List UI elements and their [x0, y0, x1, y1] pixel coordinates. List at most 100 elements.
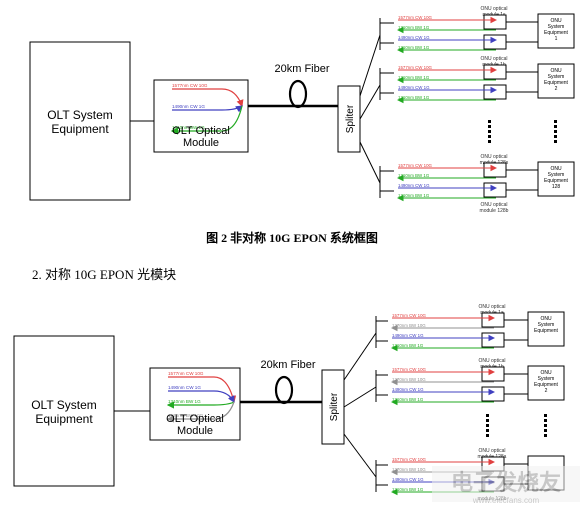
onu-wavelength-label: 1310nm BW 1G: [398, 173, 430, 178]
onu-wavelength-label: 1577nm CW 10G: [392, 367, 427, 372]
olt-wavelength-label: 1270nm BW 10G: [168, 413, 204, 418]
onu-wavelength-label: 1490nm CW 1G: [392, 477, 424, 482]
onu-wavelength-label: 1310nm BW 1G: [392, 397, 424, 402]
splitter-branch-line: [359, 141, 381, 184]
splitter-label: Spliter: [329, 392, 340, 421]
ellipsis-dot: [486, 419, 489, 422]
ellipsis-dot: [486, 424, 489, 427]
section-heading: 2. 对称 10G EPON 光模块: [32, 267, 177, 282]
ellipsis-dot: [486, 434, 489, 437]
ellipsis-dot: [486, 429, 489, 432]
olt-wavelength-label: 1310nm BW 1G: [168, 399, 201, 404]
splitter-branch-line: [359, 34, 381, 97]
olt-wavelength-label: 1577nm CW 10G: [172, 83, 208, 88]
onu-wavelength-label: 1310nm BW 1G: [392, 343, 424, 348]
onu-wavelength-label: 1310nm BW 1G: [398, 25, 430, 30]
figure-caption: 图 2 非对称 10G EPON 系统框图: [206, 231, 378, 245]
splitter-branch-line: [343, 332, 377, 381]
olt-wavelength-arrow: [166, 401, 235, 423]
onu-wavelength-label: 1577nm CW 10G: [398, 65, 433, 70]
onu-module-box: [483, 84, 507, 100]
ellipsis-dot: [554, 125, 557, 128]
ellipsis-dot: [544, 414, 547, 417]
ellipsis-dot: [488, 140, 491, 143]
onu-wavelength-label: 1490nm CW 1G: [398, 35, 430, 40]
onu-wavelength-label: 1490nm CW 1G: [392, 333, 424, 338]
onu-equipment-box: [527, 311, 565, 347]
splitter-label: Spliter: [345, 104, 356, 133]
watermark-logo: 电子发烧友 www.elecfans.com: [432, 466, 580, 505]
onu-wavelength-label: 1577nm CW 10G: [392, 313, 427, 318]
fiber-coil-icon: [288, 79, 308, 109]
olt-wavelength-label: 1577nm CW 10G: [168, 371, 204, 376]
ellipsis-dot: [554, 130, 557, 133]
onu-wavelength-label: 1270nm BW 10G: [392, 377, 426, 382]
olt-wavelength-label: 1310nm BW 1G: [172, 125, 205, 130]
onu-equipment-box: [537, 63, 575, 99]
ellipsis-dot: [554, 120, 557, 123]
onu-module-box: [481, 332, 505, 348]
ellipsis-dot: [488, 130, 491, 133]
onu-module-box: [481, 386, 505, 402]
onu-wavelength-label: 1310nm BW 1G: [392, 487, 424, 492]
olt-wavelength-arrow: [166, 401, 235, 409]
onu-wavelength-label: 1490nm CW 1G: [398, 85, 430, 90]
olt-wavelength-label: 1490nm CW 1G: [168, 385, 201, 390]
ellipsis-dot: [488, 120, 491, 123]
onu-module-box: [481, 312, 505, 328]
onu-wavelength-label: 1490nm CW 1G: [398, 183, 430, 188]
onu-wavelength-label: 1490nm CW 1G: [392, 387, 424, 392]
olt-wavelength-arrow: [170, 105, 243, 135]
olt-wavelength-arrow: [168, 390, 235, 404]
fiber-label: 20km Fiber: [260, 359, 315, 371]
onu-equipment-box: [537, 13, 575, 49]
onu-module-box: [483, 182, 507, 198]
ellipsis-dot: [544, 434, 547, 437]
onu-module-box: [483, 34, 507, 50]
splitter-branch-line: [343, 433, 377, 478]
ellipsis-dot: [488, 125, 491, 128]
olt-equipment-box: [13, 335, 115, 487]
onu-wavelength-label: 1577nm CW 10G: [398, 15, 433, 20]
onu-module-box: [483, 14, 507, 30]
ellipsis-dot: [554, 140, 557, 143]
onu-wavelength-label: 1310nm BW 1G: [398, 45, 430, 50]
ellipsis-dot: [544, 429, 547, 432]
splitter-branch-line: [359, 84, 381, 120]
onu-module-box: [481, 366, 505, 382]
onu-wavelength-label: 1577nm CW 10G: [398, 163, 433, 168]
olt-wavelength-arrow: [172, 88, 244, 108]
watermark-subtext: www.elecfans.com: [472, 496, 540, 505]
ellipsis-dot: [486, 414, 489, 417]
onu-wavelength-label: 1270nm BW 10G: [392, 323, 426, 328]
fiber-coil-icon: [274, 375, 294, 405]
ellipsis-dot: [544, 419, 547, 422]
onu-wavelength-label: 1310nm BW 1G: [398, 75, 430, 80]
watermark-text: 电子发烧友: [451, 470, 561, 495]
olt-wavelength-arrow: [172, 105, 243, 113]
onu-wavelength-label: 1270nm BW 10G: [392, 467, 426, 472]
ellipsis-dot: [554, 135, 557, 138]
ellipsis-dot: [544, 424, 547, 427]
olt-equipment-box: [29, 41, 131, 201]
onu-wavelength-label: 1310nm BW 1G: [398, 95, 430, 100]
onu-equipment-box: [527, 365, 565, 401]
onu-wavelength-label: 1577nm CW 10G: [392, 457, 427, 462]
onu-module-box: [483, 64, 507, 80]
onu-equipment-box: [537, 161, 575, 197]
onu-module-box: [483, 162, 507, 178]
olt-wavelength-label: 1490nm CW 1G: [172, 104, 205, 109]
